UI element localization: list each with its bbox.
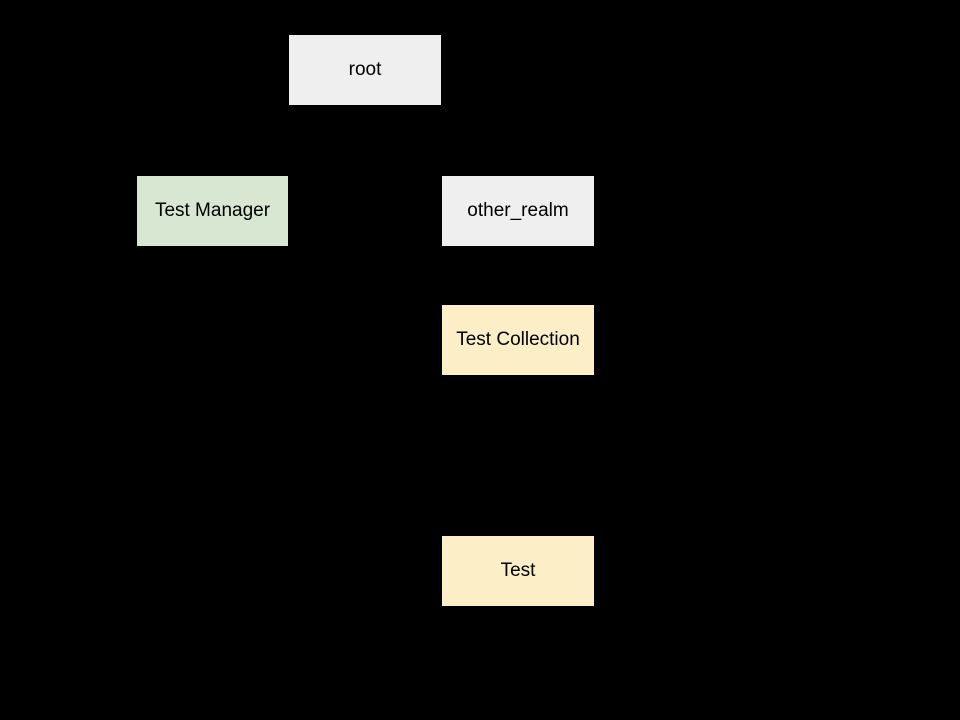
node-test-manager: Test Manager: [137, 176, 288, 246]
node-test: Test: [442, 536, 594, 606]
node-root: root: [289, 35, 441, 105]
node-test-label: Test: [500, 559, 536, 581]
node-test-manager-label: Test Manager: [154, 199, 271, 221]
node-other-realm-label: other_realm: [467, 199, 569, 221]
node-other-realm: other_realm: [442, 176, 594, 246]
node-test-collection: Test Collection: [442, 305, 594, 375]
node-root-label: root: [348, 58, 382, 80]
node-test-collection-label: Test Collection: [456, 328, 580, 350]
